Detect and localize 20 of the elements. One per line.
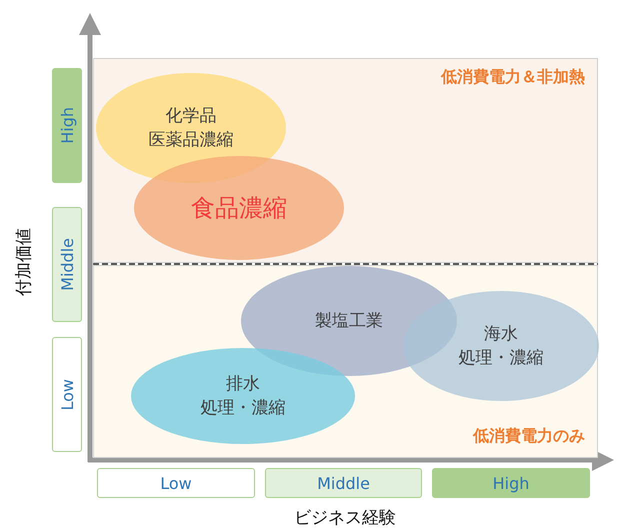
level-box: High: [52, 68, 82, 183]
ellipse-label: 海水: [484, 323, 518, 346]
ellipse-label: 処理・濃縮: [458, 347, 544, 370]
ellipse-label: 化学品: [166, 105, 216, 128]
level-box: Middle: [265, 468, 422, 498]
level-box: Low: [52, 337, 82, 452]
ellipse-label: 排水: [226, 373, 260, 396]
region-band: [93, 58, 598, 263]
region-band: [93, 265, 598, 458]
region-label: 低消費電力のみ: [473, 426, 585, 447]
level-box: Low: [97, 468, 255, 498]
ellipse-label: 食品濃縮: [191, 193, 287, 223]
level-box: Middle: [52, 207, 82, 322]
ellipse-label: 製塩工業: [315, 310, 383, 333]
axis-title: ビジネス経験: [293, 506, 397, 528]
ellipse-label: 処理・濃縮: [200, 397, 286, 420]
axis-title: 付加価値: [12, 227, 34, 298]
ellipse-label: 医薬品濃縮: [148, 129, 234, 152]
region-label: 低消費電力＆非加熱: [441, 67, 585, 88]
level-box: High: [432, 468, 590, 498]
